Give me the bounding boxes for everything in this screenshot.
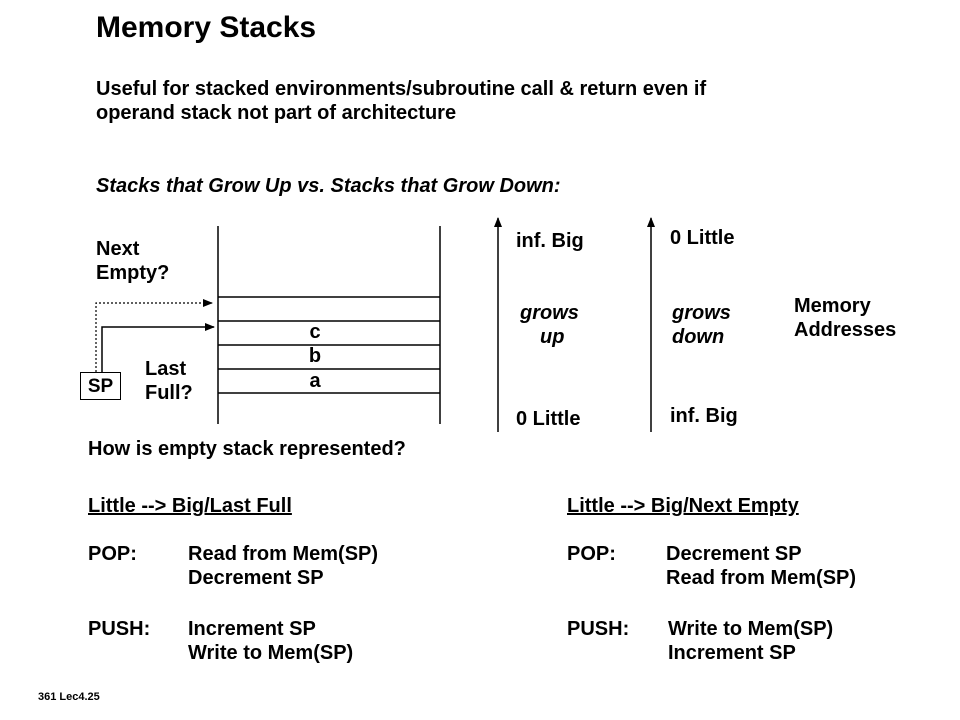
last-full-label-line-1: Last xyxy=(145,358,187,380)
last-full-pop-step-2: Decrement SP xyxy=(188,567,324,589)
grows-up-label-line-1: grows xyxy=(520,302,579,324)
empty-stack-question: How is empty stack represented? xyxy=(88,438,406,460)
last-full-label-line-2: Full? xyxy=(145,382,193,404)
slide-title: Memory Stacks xyxy=(96,11,317,44)
grows-up-bottom-label: 0 Little xyxy=(516,408,581,430)
last-full-pointer xyxy=(101,323,215,372)
grows-down-label-line-2: down xyxy=(672,326,725,348)
next-empty-pointer xyxy=(95,299,213,372)
section-heading: Stacks that Grow Up vs. Stacks that Grow… xyxy=(96,175,561,197)
slide-footer: 361 Lec4.25 xyxy=(38,691,100,703)
last-full-pop-label: POP: xyxy=(88,543,137,565)
last-full-push-label: PUSH: xyxy=(88,618,151,640)
last-full-title: Little --> Big/Last Full xyxy=(88,495,292,517)
grows-down-top-label: 0 Little xyxy=(670,227,735,249)
next-empty-label-line-2: Empty? xyxy=(96,262,170,284)
subtitle-line-1: Useful for stacked environments/subrouti… xyxy=(96,78,707,100)
next-empty-pop-label: POP: xyxy=(567,543,616,565)
stack-cell-c: c xyxy=(309,321,321,343)
grows-up-top-label: inf. Big xyxy=(516,230,584,252)
stack-cell-b: b xyxy=(308,345,322,367)
next-empty-push-step-1: Write to Mem(SP) xyxy=(668,618,834,640)
grows-down-label-line-1: grows xyxy=(672,302,731,324)
next-empty-title: Little --> Big/Next Empty xyxy=(567,495,799,517)
subtitle-line-2: operand stack not part of architecture xyxy=(96,102,457,124)
memory-addresses-label-line-1: Memory xyxy=(794,295,871,317)
next-empty-pop-step-2: Read from Mem(SP) xyxy=(666,567,857,589)
next-empty-push-step-2: Increment SP xyxy=(668,642,796,664)
last-full-pop-step-1: Read from Mem(SP) xyxy=(188,543,379,565)
last-full-push-step-1: Increment SP xyxy=(188,618,316,640)
next-empty-label-line-1: Next xyxy=(96,238,140,260)
stack-cell-a: a xyxy=(309,370,321,392)
grows-down-bottom-label: inf. Big xyxy=(670,405,738,427)
memory-addresses-label-line-2: Addresses xyxy=(794,319,897,341)
next-empty-push-label: PUSH: xyxy=(567,618,630,640)
last-full-push-step-2: Write to Mem(SP) xyxy=(188,642,354,664)
next-empty-pop-step-1: Decrement SP xyxy=(666,543,802,565)
grows-up-label-line-2: up xyxy=(540,326,565,348)
sp-register-box: SP xyxy=(80,372,121,400)
